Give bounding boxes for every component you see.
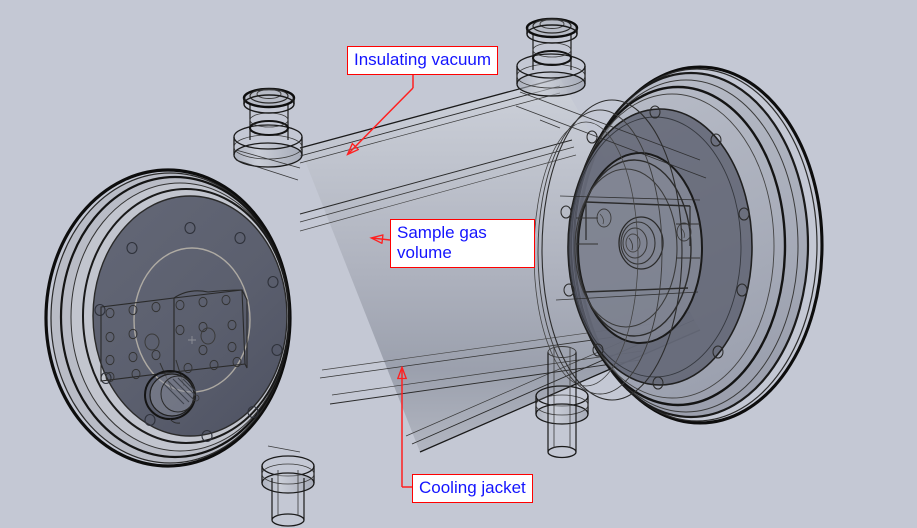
top-left-port bbox=[233, 87, 303, 168]
left-feedthrough-port bbox=[144, 370, 200, 424]
top-right-port bbox=[516, 17, 586, 97]
left-end-flange bbox=[44, 168, 292, 468]
bottom-right-port bbox=[535, 346, 589, 459]
callout-sample-gas-volume: Sample gas volume bbox=[390, 219, 535, 268]
leader-sample-gas-volume bbox=[372, 238, 391, 240]
callout-insulating-vacuum: Insulating vacuum bbox=[347, 46, 499, 75]
right-internal-assembly bbox=[574, 152, 703, 344]
leader-insulating-vacuum bbox=[348, 87, 414, 154]
wireframe-overlay bbox=[235, 91, 707, 453]
bottom-left-port bbox=[261, 455, 315, 527]
bolt-hole-ring bbox=[94, 221, 283, 443]
callout-sample-gas-volume-text: Sample gas volume bbox=[397, 223, 487, 262]
callout-cooling-jacket: Cooling jacket bbox=[412, 474, 533, 503]
